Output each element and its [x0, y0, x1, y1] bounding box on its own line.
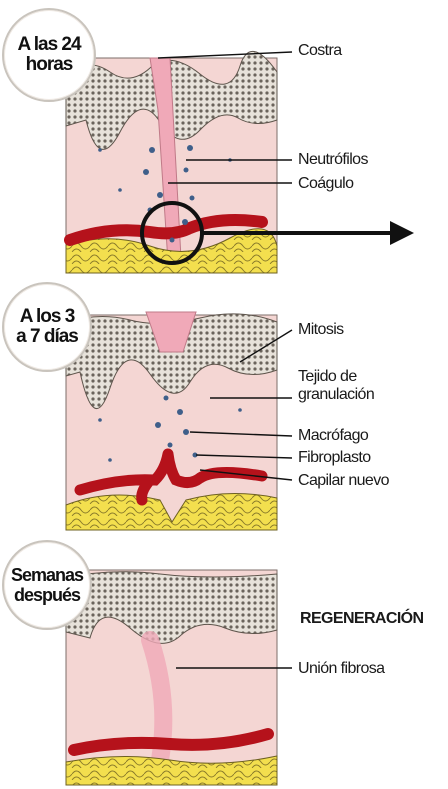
label-macrofago: Macrófago — [298, 427, 369, 444]
label-costra: Costra — [298, 42, 342, 59]
blood-vessel — [68, 728, 274, 756]
arrow-right-icon — [202, 221, 414, 245]
stage-badge-text: A las 24 horas — [17, 34, 81, 75]
label-mitosis: Mitosis — [298, 321, 344, 338]
stage-badge: A las 24 horas — [2, 8, 96, 102]
stage-badge-text: Semanas después — [10, 565, 84, 605]
panel-24-hours — [64, 50, 414, 274]
fat-layer — [65, 493, 278, 531]
label-capilar-nuevo: Capilar nuevo — [298, 472, 390, 489]
panel-3-to-7-days — [65, 311, 293, 531]
heading-regeneracion: REGENERACIÓN — [300, 610, 424, 627]
fat-layer — [65, 755, 278, 786]
stage-badge-text: A los 3 a 7 días — [16, 306, 79, 347]
scab — [145, 311, 197, 353]
epidermis-layer — [65, 571, 278, 644]
granulation-cells — [98, 395, 242, 462]
label-tejido-granulacion: Tejido de granulación — [298, 368, 375, 403]
stage-badge: Semanas después — [2, 540, 92, 630]
stage-badge: A los 3 a 7 días — [2, 282, 92, 372]
blood-vessel — [64, 214, 268, 246]
panel-weeks-later — [65, 569, 292, 786]
label-union-fibrosa: Unión fibrosa — [298, 660, 385, 677]
label-fibroplasto: Fibroplasto — [298, 449, 371, 466]
label-neutrofilos: Neutrófilos — [298, 151, 368, 168]
label-coagulo: Coágulo — [298, 175, 354, 192]
